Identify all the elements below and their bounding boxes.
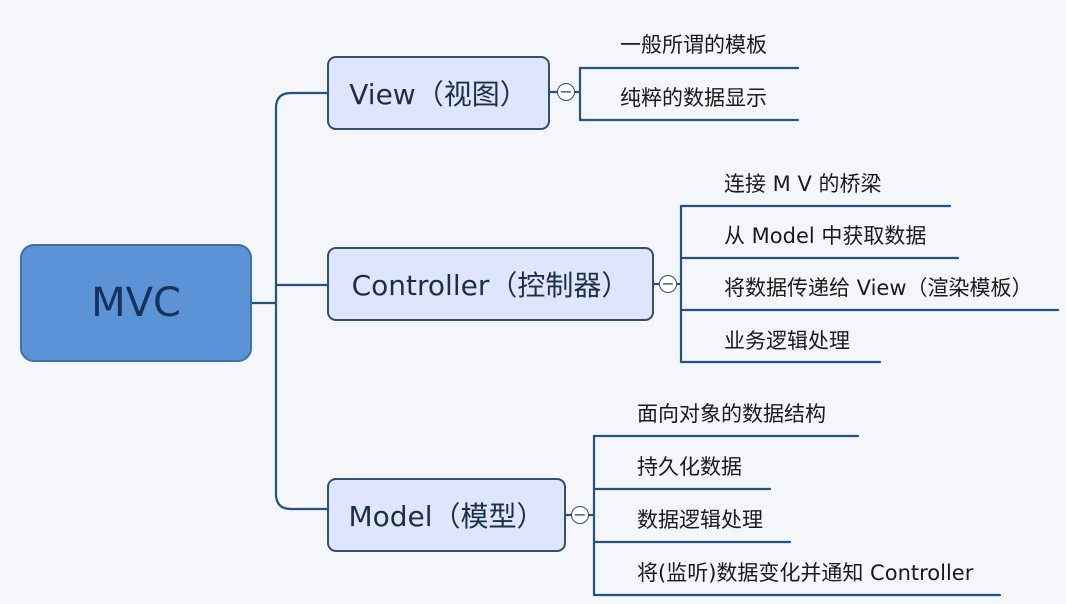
branch-label-model: Model（模型）: [348, 500, 545, 533]
leaf-model-3[interactable]: 数据逻辑处理: [637, 499, 763, 539]
collapse-toggle-view[interactable]: −: [557, 83, 575, 101]
leaf-label: 持久化数据: [637, 455, 742, 479]
leaf-controller-4[interactable]: 业务逻辑处理: [724, 320, 850, 360]
collapse-toggle-model[interactable]: −: [571, 506, 589, 524]
root-node-label: MVC: [91, 280, 181, 326]
branch-label-controller: Controller（控制器）: [351, 269, 630, 302]
leaf-label: 从 Model 中获取数据: [724, 224, 927, 248]
leaf-model-2[interactable]: 持久化数据: [637, 446, 742, 486]
leaf-label: 连接 M V 的桥梁: [724, 172, 882, 196]
leaf-model-1[interactable]: 面向对象的数据结构: [637, 393, 826, 433]
leaf-view-2[interactable]: 纯粹的数据显示: [620, 77, 767, 117]
minus-icon: −: [559, 82, 573, 101]
branch-node-view[interactable]: View（视图）: [327, 56, 550, 130]
leaf-label: 业务逻辑处理: [724, 329, 850, 353]
leaf-view-1[interactable]: 一般所谓的模板: [620, 24, 767, 64]
leaf-model-4[interactable]: 将(监听)数据变化并通知 Controller: [637, 552, 973, 592]
branch-label-view: View（视图）: [349, 78, 528, 111]
leaf-controller-3[interactable]: 将数据传递给 View（渲染模板）: [724, 267, 1033, 307]
leaf-controller-1[interactable]: 连接 M V 的桥梁: [724, 163, 882, 203]
leaf-label: 面向对象的数据结构: [637, 402, 826, 426]
leaf-label: 数据逻辑处理: [637, 508, 763, 532]
branch-node-model[interactable]: Model（模型）: [327, 478, 566, 552]
leaf-label: 将数据传递给 View（渲染模板）: [724, 276, 1033, 300]
root-node-mvc[interactable]: MVC: [20, 244, 252, 362]
collapse-toggle-controller[interactable]: −: [659, 275, 677, 293]
leaf-controller-2[interactable]: 从 Model 中获取数据: [724, 215, 926, 255]
branch-node-controller[interactable]: Controller（控制器）: [327, 247, 654, 321]
leaf-label: 纯粹的数据显示: [620, 86, 767, 110]
leaf-label: 将(监听)数据变化并通知 Controller: [637, 561, 974, 585]
minus-icon: −: [661, 274, 675, 293]
leaf-label: 一般所谓的模板: [620, 33, 767, 57]
minus-icon: −: [573, 505, 587, 524]
